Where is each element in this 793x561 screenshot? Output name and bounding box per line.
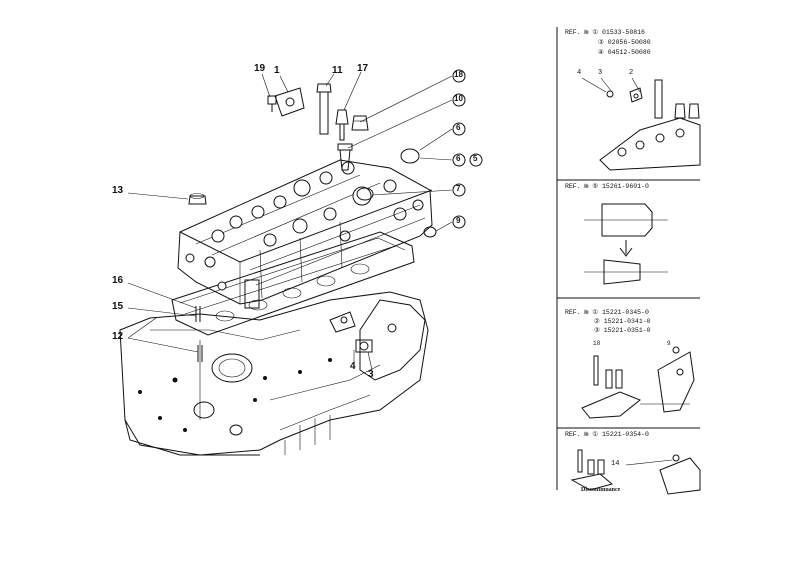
panel-1-sketch <box>581 77 701 171</box>
callout-3: 3 <box>368 369 374 380</box>
panel-2-sketch <box>584 203 668 285</box>
callout-18: 18 <box>454 70 463 79</box>
panel-1-line-2: ④ 04512-50080 <box>598 49 651 56</box>
callout-7: 7 <box>456 184 461 193</box>
callout-13: 13 <box>112 185 124 196</box>
callout-11: 11 <box>332 65 343 76</box>
panel-2-title: REF. № ⑤ 15261-9601-0 <box>565 183 649 190</box>
panel-3-title: REF. № ① 15221-0345-0 <box>565 309 649 316</box>
panel-4-callout-14: 14 <box>611 460 620 468</box>
callout-12: 12 <box>112 331 124 342</box>
cylinder-head-drawing <box>177 159 433 309</box>
callout-15: 15 <box>112 301 124 312</box>
callout-6-second: 6 <box>456 154 461 163</box>
panel-1-callout-2: 2 <box>629 69 634 77</box>
callout-9: 9 <box>456 216 461 225</box>
callout-1: 1 <box>274 65 280 76</box>
panel-1-callout-3: 3 <box>598 69 603 77</box>
reference-panel-frame <box>556 27 700 490</box>
callout-6: 6 <box>456 123 461 132</box>
panel-4-title: REF. № ① 15221-0354-0 <box>565 431 649 438</box>
callout-10: 10 <box>454 94 463 103</box>
callout-16: 16 <box>112 275 124 286</box>
panel-4-sketch <box>570 449 701 495</box>
leader-lines <box>127 69 483 371</box>
callout-19: 19 <box>254 63 266 74</box>
panel-3-callout-18: 18 <box>593 340 601 347</box>
panel-4-note: Discontinuance <box>581 487 621 493</box>
head-gasket-drawing <box>171 231 415 336</box>
callout-5: 5 <box>473 154 478 163</box>
panel-3-line-2: ③ 15221-0351-0 <box>594 327 651 334</box>
panel-1-callout-4: 4 <box>577 69 582 77</box>
callout-4: 4 <box>350 361 356 372</box>
callout-17: 17 <box>357 63 369 74</box>
panel-3-sketch <box>581 346 695 419</box>
loose-parts-drawing <box>188 83 437 362</box>
panel-3-callout-9: 9 <box>667 340 671 347</box>
cylinder-block-drawing <box>119 291 429 456</box>
panel-1-title: REF. № ① 01533-50816 <box>565 29 645 36</box>
panel-1-line-1: ③ 02056-50080 <box>598 39 651 46</box>
panel-3-line-1: ② 15221-0341-0 <box>594 318 651 325</box>
